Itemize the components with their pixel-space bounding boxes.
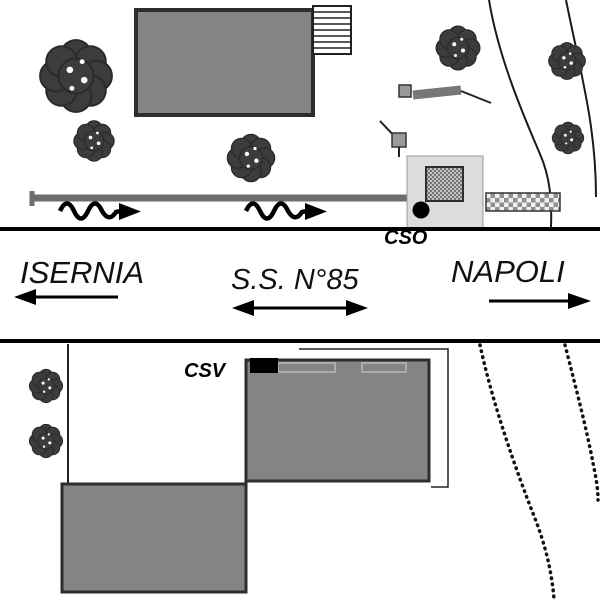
isernia-label: ISERNIA bbox=[20, 255, 144, 290]
napoli-direction-arrow bbox=[489, 293, 591, 309]
flow-direction-arrow bbox=[60, 203, 141, 220]
sewer-pipe bbox=[29, 191, 410, 206]
road-both-directions-arrow bbox=[232, 300, 368, 316]
building-north-body bbox=[134, 8, 315, 117]
cso-station bbox=[406, 155, 561, 229]
valve-lead-line bbox=[460, 90, 492, 104]
building-south-upper bbox=[244, 358, 431, 483]
tree-icon bbox=[39, 39, 113, 113]
tree-icon bbox=[226, 133, 276, 183]
building-south-lower-body bbox=[60, 482, 248, 594]
paved-strip bbox=[485, 192, 561, 212]
cso-grate bbox=[425, 166, 464, 202]
tree-icon bbox=[73, 120, 115, 162]
building-south-upper-body bbox=[244, 358, 431, 483]
csv-label: CSV bbox=[184, 360, 227, 382]
stream-dotted-curves bbox=[478, 343, 600, 600]
valve-bar bbox=[412, 85, 462, 100]
tree-icon bbox=[548, 42, 586, 80]
napoli-label: NAPOLI bbox=[451, 254, 565, 289]
stream-left-edge bbox=[478, 343, 556, 600]
valve-square-lower bbox=[391, 132, 407, 148]
cso-manhole bbox=[412, 201, 430, 219]
valve-square-upper bbox=[398, 84, 412, 98]
tree-icon bbox=[551, 121, 585, 155]
stair-hatch-lines bbox=[314, 11, 350, 49]
rooflight bbox=[361, 362, 407, 373]
flow-direction-arrow bbox=[246, 203, 327, 220]
cso-label: CSO bbox=[384, 227, 428, 249]
tree-icon bbox=[435, 25, 481, 71]
parcel-boundaries bbox=[67, 344, 449, 488]
road-name-label: S.S. N°85 bbox=[231, 264, 360, 296]
tree-icon bbox=[28, 423, 64, 459]
isernia-direction-arrow bbox=[14, 289, 118, 305]
building-north bbox=[134, 5, 352, 117]
stream-right-edge bbox=[563, 343, 600, 502]
valve-assembly bbox=[379, 84, 492, 157]
side-road-right-edge bbox=[565, 0, 597, 198]
parcel-boundary-right bbox=[299, 348, 449, 488]
csv-marker bbox=[250, 358, 278, 373]
tree-icon bbox=[28, 368, 64, 404]
